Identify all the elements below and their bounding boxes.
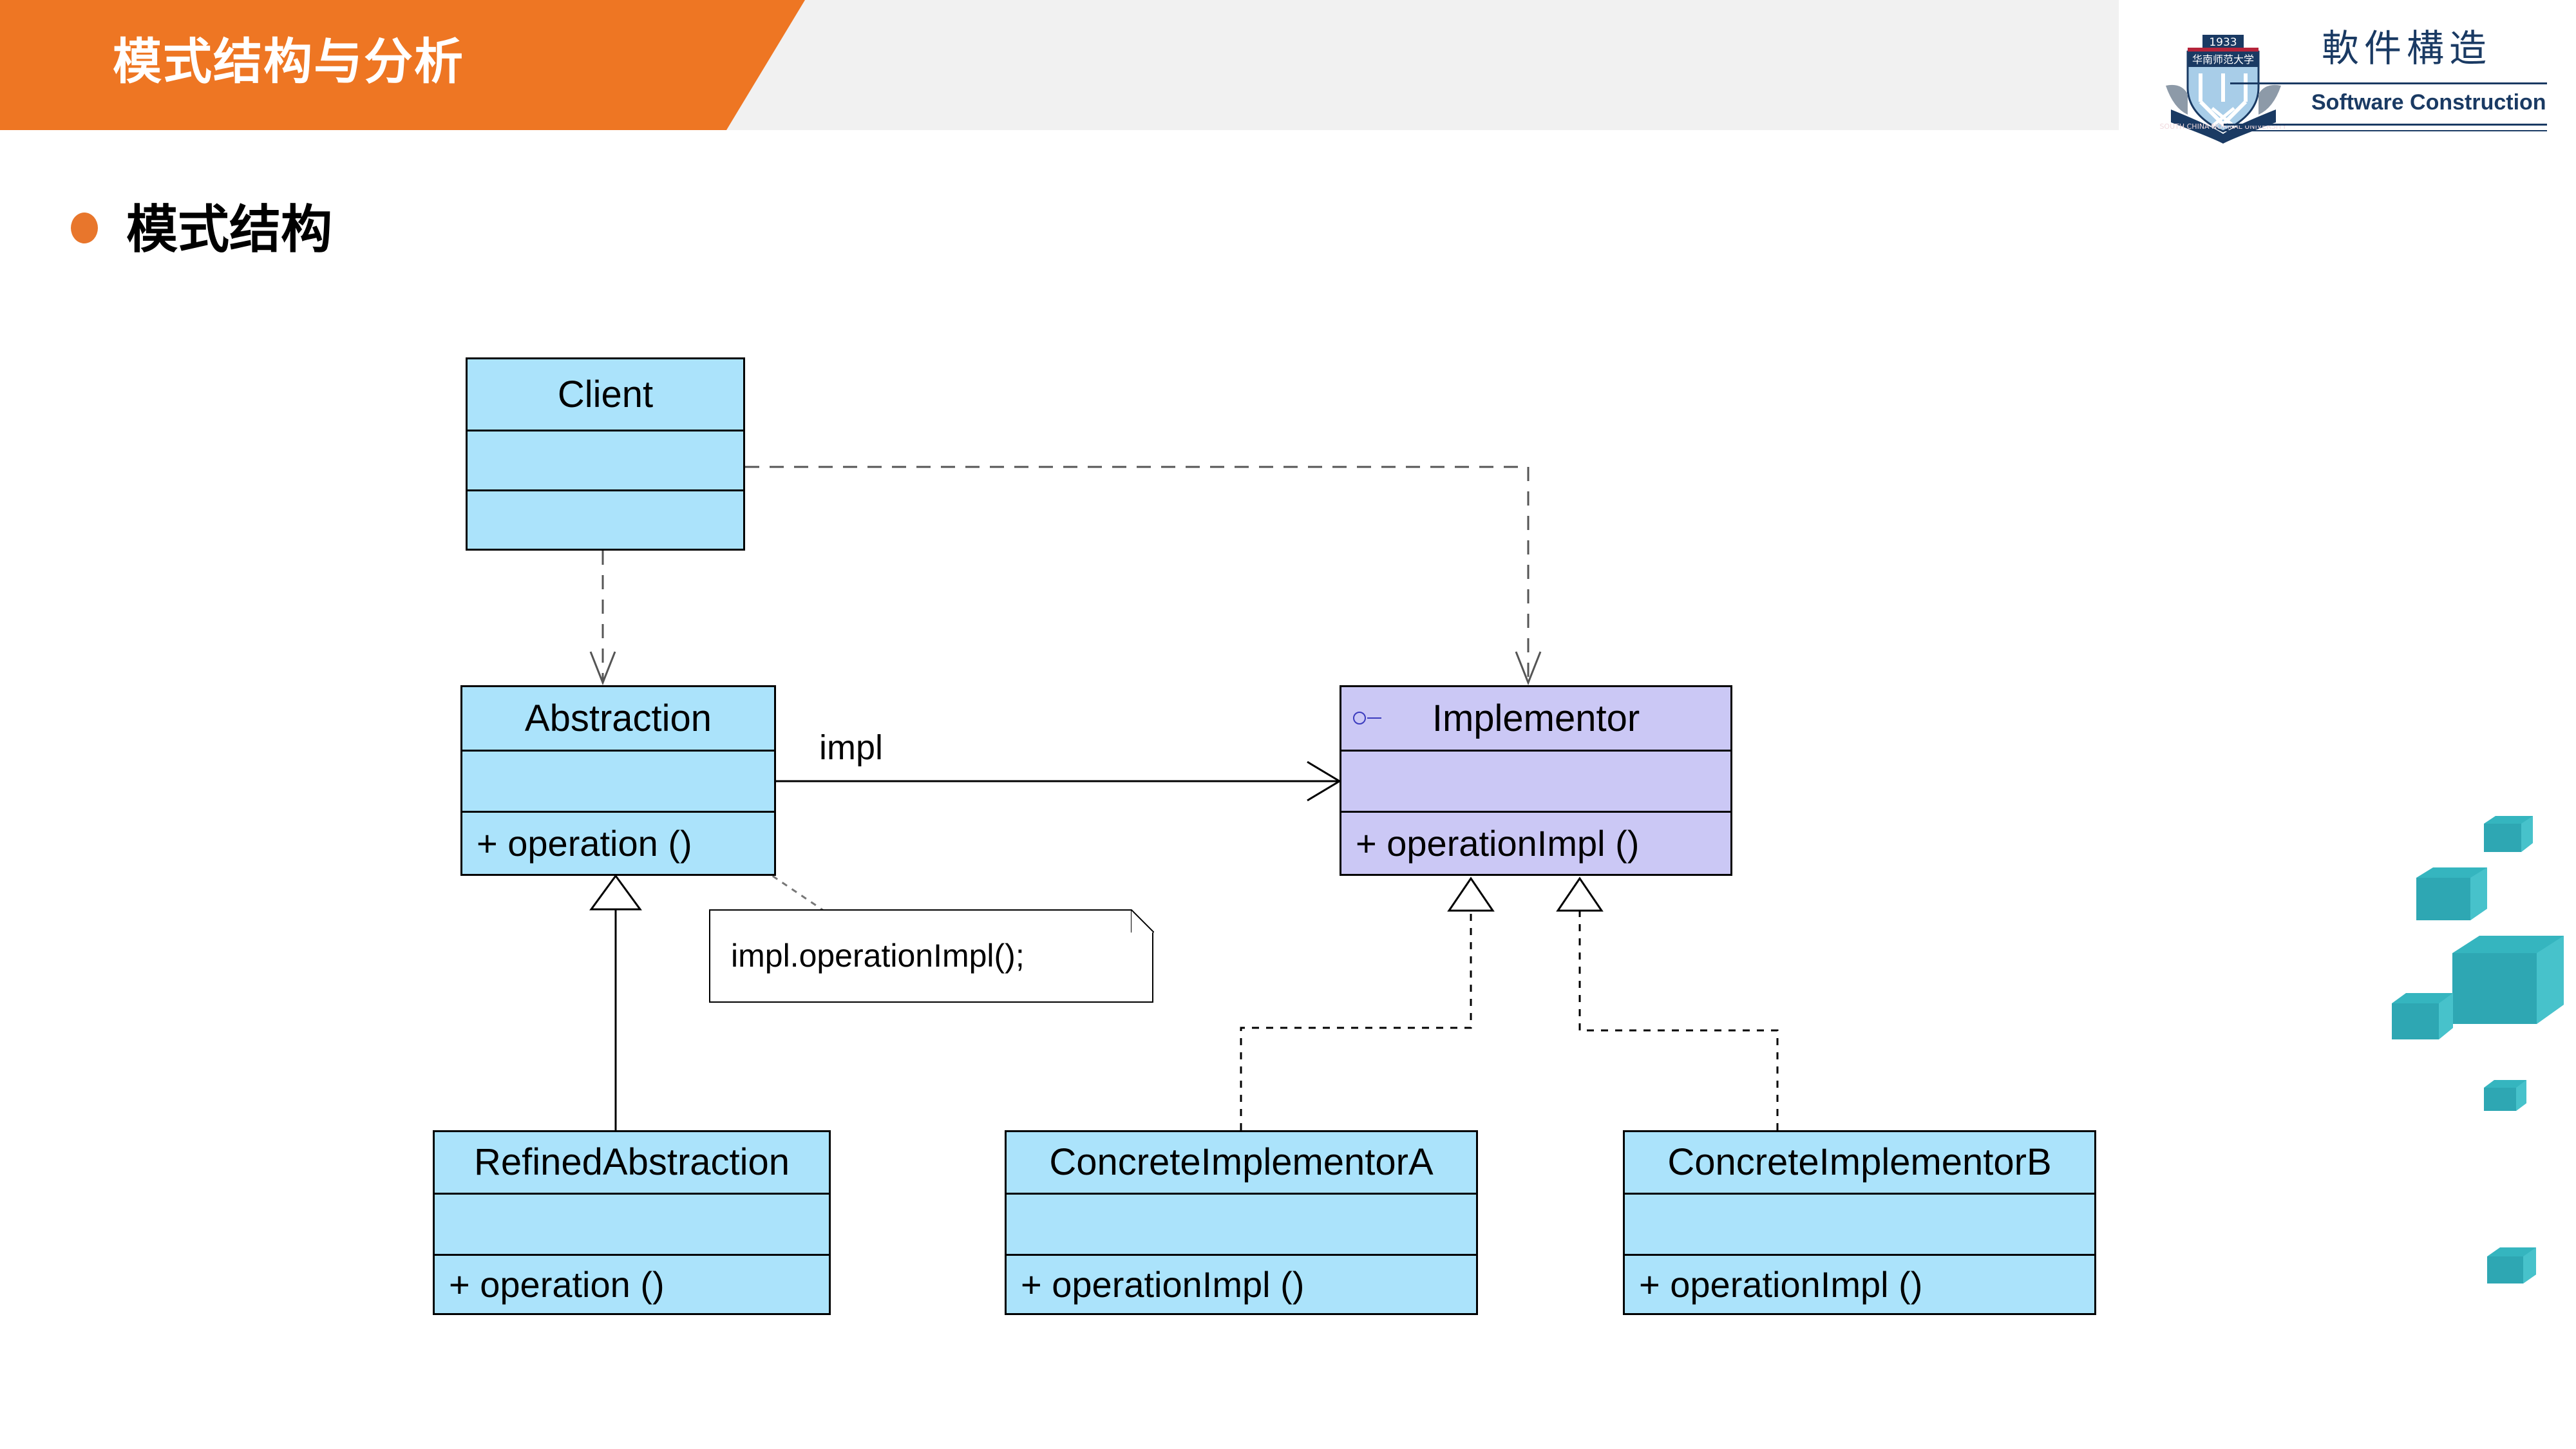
- uml-class-concrete-implementor-b[interactable]: ConcreteImplementorB + operationImpl (): [1623, 1130, 2096, 1315]
- class-name: Implementor: [1432, 697, 1640, 739]
- class-methods-row: + operation (): [435, 1256, 829, 1313]
- class-name: ConcreteImplementorA: [1049, 1141, 1434, 1183]
- class-attributes-row: [1625, 1195, 2094, 1256]
- class-methods-row: + operationImpl (): [1007, 1256, 1476, 1313]
- logo-divider-bottom2: [2224, 130, 2547, 131]
- course-title-cn: 軟件構造: [2322, 26, 2492, 70]
- course-title-en: Software Construction: [2311, 90, 2546, 115]
- class-attributes-row: [462, 752, 774, 813]
- decorative-cube-6: [2487, 1247, 2536, 1283]
- class-attributes-row: [435, 1195, 829, 1256]
- class-name-row: ConcreteImplementorA: [1007, 1132, 1476, 1195]
- lollipop-circle-icon: [1353, 711, 1366, 724]
- class-methods: + operation (): [449, 1264, 665, 1305]
- class-name: Abstraction: [524, 697, 712, 739]
- class-name-row: Abstraction: [462, 687, 774, 752]
- class-name-row: Implementor: [1341, 687, 1730, 752]
- uml-note-text: impl.operationImpl();: [731, 938, 1025, 974]
- logo-divider-bottom: [2224, 124, 2547, 126]
- uml-class-abstraction[interactable]: Abstraction + operation (): [460, 685, 776, 876]
- uml-interface-implementor[interactable]: Implementor + operationImpl (): [1340, 685, 1732, 876]
- class-methods-row: [468, 491, 743, 549]
- header-accent-shape: [0, 0, 805, 130]
- class-methods: + operationImpl (): [1021, 1264, 1305, 1305]
- decorative-cube-2: [2416, 867, 2487, 920]
- uml-note[interactable]: [709, 909, 1153, 1003]
- class-methods: + operationImpl (): [1356, 822, 1640, 864]
- class-attributes-row: [1007, 1195, 1476, 1256]
- brand-logo: 1933 华南师范大学 SOUTH CHINA NORMAL UNIVERSIT…: [2154, 9, 2553, 147]
- association-label-impl: impl: [819, 728, 884, 767]
- section-heading: 模式结构: [126, 200, 332, 260]
- interface-lollipop-icon: [1353, 711, 1381, 726]
- note-fold-icon: [1131, 909, 1154, 933]
- decorative-cube-4: [2392, 993, 2453, 1039]
- university-crest-icon: 1933 华南师范大学 SOUTH CHINA NORMAL UNIVERSIT…: [2159, 35, 2287, 144]
- logo-divider-top: [2230, 82, 2547, 84]
- lollipop-stem-icon: [1367, 717, 1381, 719]
- svg-text:1933: 1933: [2209, 36, 2237, 49]
- decorative-cube-5: [2484, 1080, 2526, 1111]
- class-name-row: ConcreteImplementorB: [1625, 1132, 2094, 1195]
- uml-class-refined-abstraction[interactable]: RefinedAbstraction + operation (): [433, 1130, 831, 1315]
- class-name: ConcreteImplementorB: [1667, 1141, 2052, 1183]
- uml-class-concrete-implementor-a[interactable]: ConcreteImplementorA + operationImpl (): [1005, 1130, 1478, 1315]
- uml-class-client[interactable]: Client: [466, 357, 745, 551]
- decorative-cube-1: [2484, 816, 2533, 852]
- class-methods-row: + operation (): [462, 813, 774, 874]
- class-name-row: Client: [468, 359, 743, 431]
- page-title: 模式结构与分析: [113, 33, 464, 90]
- class-methods: + operationImpl (): [1639, 1264, 1923, 1305]
- bullet-icon: [71, 213, 98, 243]
- svg-text:华南师范大学: 华南师范大学: [2192, 53, 2254, 66]
- class-methods: + operation (): [477, 822, 692, 864]
- decorative-cube-3: [2452, 936, 2564, 1024]
- class-attributes-row: [1341, 752, 1730, 813]
- class-name: Client: [557, 373, 654, 415]
- class-methods-row: + operationImpl (): [1341, 813, 1730, 874]
- class-attributes-row: [468, 431, 743, 491]
- class-methods-row: + operationImpl (): [1625, 1256, 2094, 1313]
- class-name-row: RefinedAbstraction: [435, 1132, 829, 1195]
- class-name: RefinedAbstraction: [473, 1141, 790, 1183]
